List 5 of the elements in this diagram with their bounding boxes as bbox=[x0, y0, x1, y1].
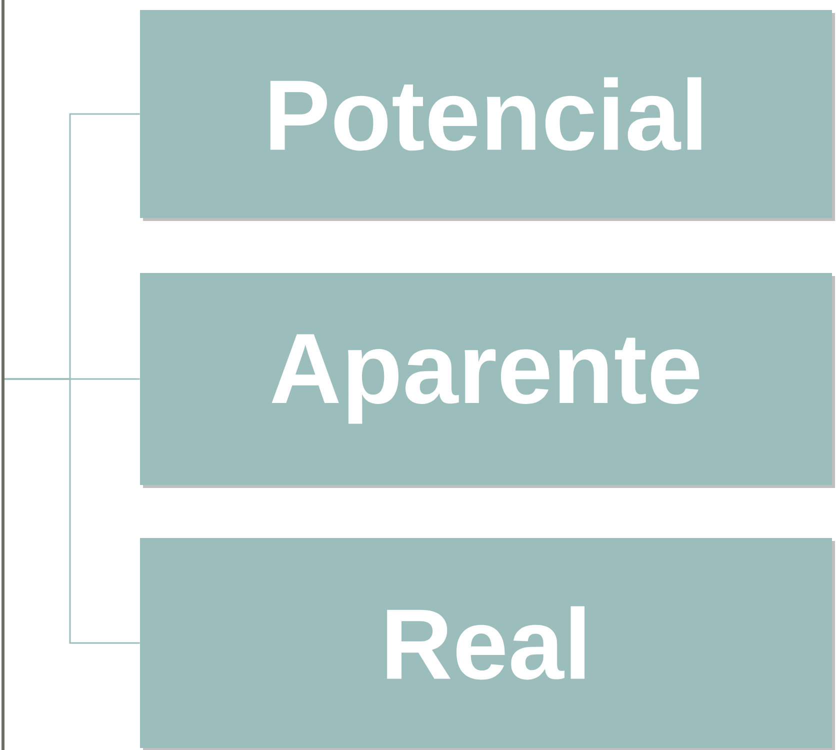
process-box: Potencial bbox=[140, 10, 835, 221]
panel-edge bbox=[0, 0, 4, 750]
process-box: Real bbox=[140, 538, 835, 750]
process-box: Aparente bbox=[140, 273, 835, 488]
connector bbox=[4, 378, 140, 644]
